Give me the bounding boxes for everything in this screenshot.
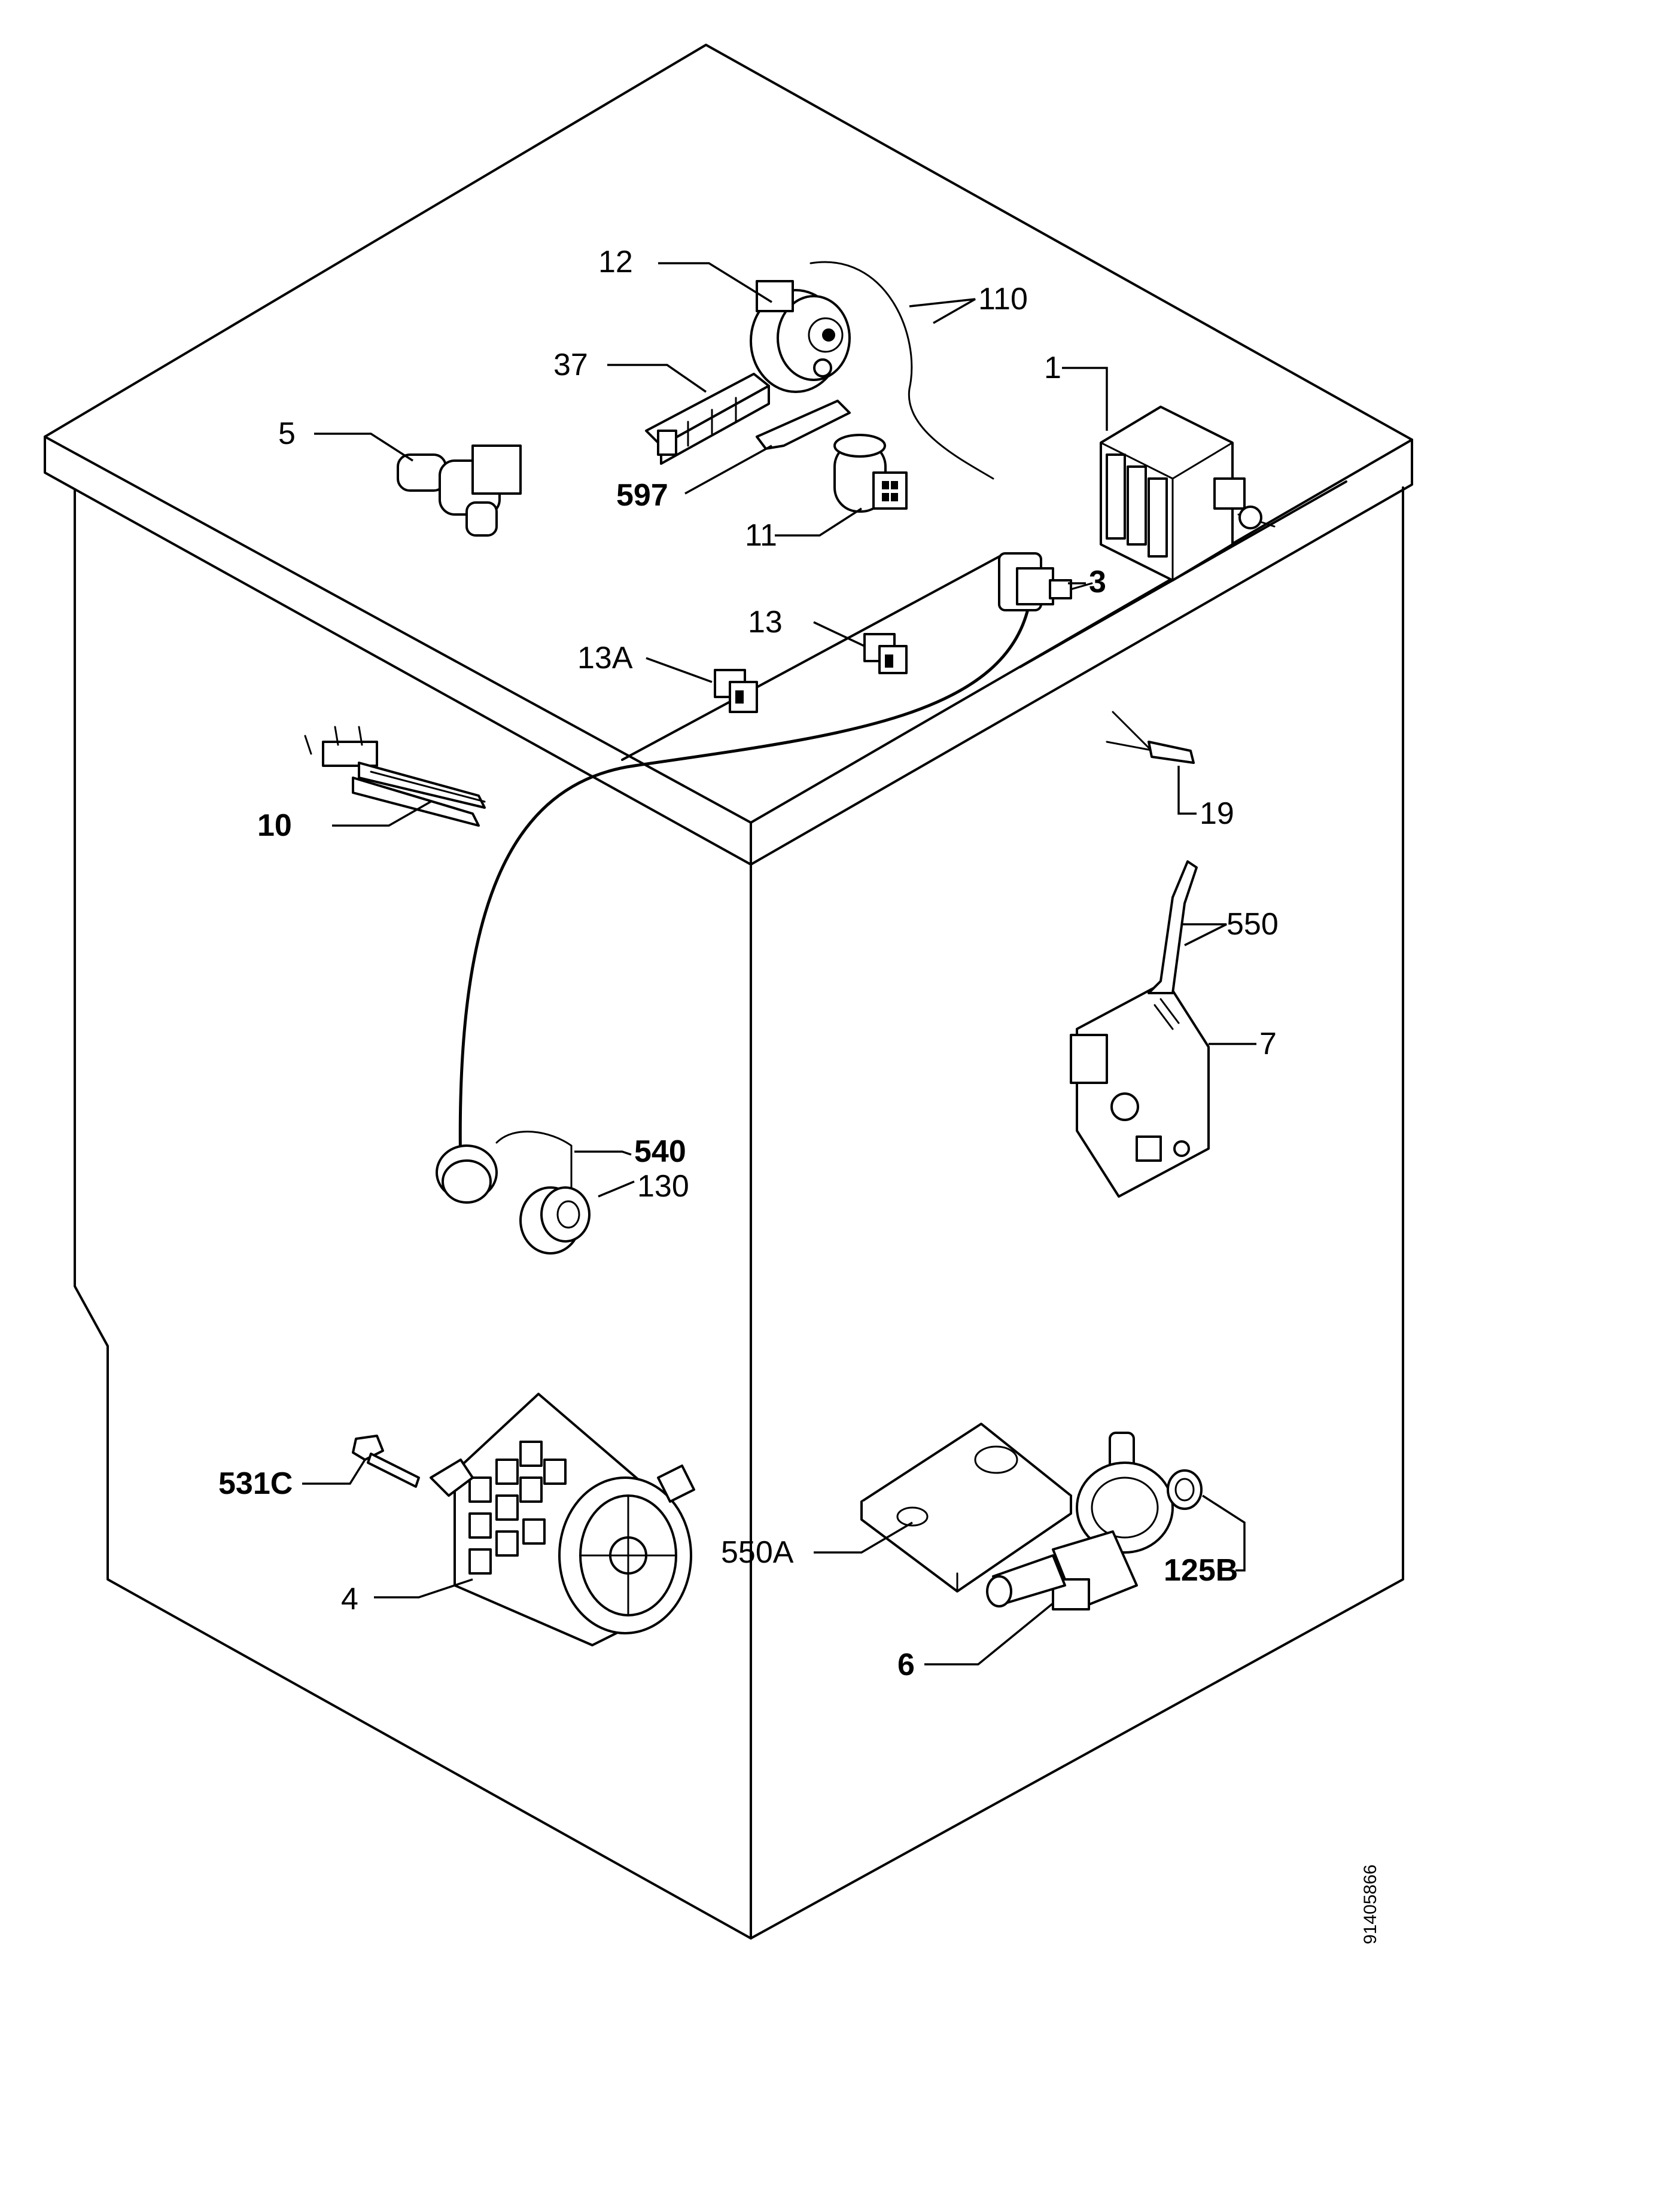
seal-ring-part-125b bbox=[1167, 1469, 1203, 1510]
pressure-switch-part-12 bbox=[750, 280, 851, 393]
label-19: 19 bbox=[1200, 796, 1234, 831]
bracket-part-597 bbox=[756, 400, 851, 450]
cabinet-left-side bbox=[74, 489, 752, 1940]
label-5: 5 bbox=[278, 416, 296, 451]
door-lock-lever-part-550 bbox=[1148, 860, 1198, 994]
label-550: 550 bbox=[1226, 907, 1279, 942]
cabinet bbox=[44, 44, 1413, 1940]
grommet-part-130 bbox=[519, 1186, 591, 1255]
connector-part-13a bbox=[714, 669, 758, 713]
label-1: 1 bbox=[1044, 351, 1061, 385]
label-13a: 13A bbox=[577, 641, 633, 675]
connector-part-13 bbox=[863, 633, 908, 674]
programme-timer-part-1 bbox=[1100, 406, 1276, 581]
label-3: 3 bbox=[1089, 565, 1106, 599]
label-4: 4 bbox=[341, 1582, 358, 1616]
leader-lines bbox=[302, 262, 1256, 1666]
label-10: 10 bbox=[257, 808, 292, 843]
cable-gasket bbox=[436, 1144, 498, 1204]
inlet-valve-part-5 bbox=[397, 444, 522, 537]
label-531c: 531C bbox=[218, 1466, 293, 1501]
document-number: 91405866 bbox=[1361, 1865, 1380, 1944]
label-597: 597 bbox=[616, 478, 668, 513]
clip-part-540 bbox=[495, 1131, 573, 1192]
label-11: 11 bbox=[745, 518, 777, 553]
motor-part-4 bbox=[430, 1393, 695, 1646]
screw-part-531c bbox=[352, 1435, 420, 1488]
label-130: 130 bbox=[637, 1169, 689, 1204]
label-6: 6 bbox=[897, 1648, 915, 1682]
label-550a: 550A bbox=[721, 1535, 794, 1570]
cabinet-inner-step bbox=[621, 552, 1006, 761]
drain-pump-part-6 bbox=[986, 1432, 1174, 1610]
sensor-part-19 bbox=[1106, 711, 1195, 764]
callout-labels: 12 110 37 1 5 597 11 3 13 13A 19 10 550 … bbox=[218, 245, 1279, 1682]
label-12: 12 bbox=[598, 245, 633, 279]
label-125b: 125B bbox=[1164, 1553, 1238, 1588]
heating-element-part-10 bbox=[304, 726, 486, 827]
terminal-block-part-37 bbox=[645, 373, 770, 465]
lock-cover-part-550a bbox=[860, 1423, 1072, 1593]
door-lock-part-7 bbox=[1070, 980, 1210, 1198]
label-7: 7 bbox=[1259, 1027, 1277, 1061]
capacitor-part-11 bbox=[833, 434, 908, 513]
label-540: 540 bbox=[634, 1134, 686, 1169]
cabinet-right-side bbox=[750, 486, 1404, 1940]
label-110: 110 bbox=[978, 282, 1028, 316]
pressure-hose-part-110 bbox=[809, 261, 994, 480]
label-37: 37 bbox=[553, 348, 588, 382]
switch-part-3 bbox=[998, 552, 1093, 611]
wiring-cable bbox=[458, 602, 1031, 1174]
label-13: 13 bbox=[748, 605, 783, 640]
